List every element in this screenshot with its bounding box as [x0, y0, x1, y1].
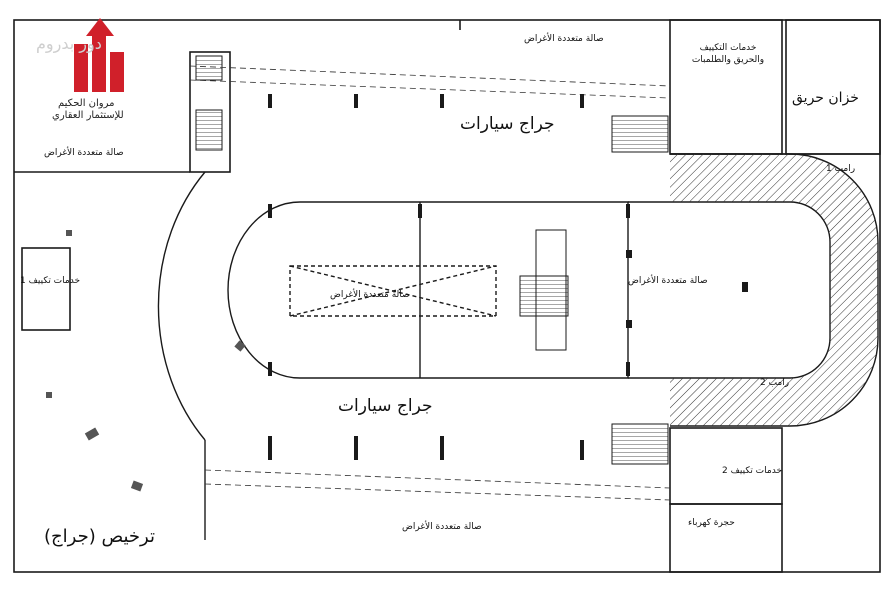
- caption-license: ترخيص (جراج): [44, 526, 155, 547]
- label-hall-right: صالة متعددة الأغراض: [628, 276, 708, 286]
- watermark-text: دور بدروم: [36, 34, 102, 53]
- label-garage-top: جراج سيارات: [460, 114, 555, 134]
- label-ac-services-top: خدمات التكييف والحريق والطلمبات: [691, 43, 765, 65]
- label-hall-left: صالة متعددة الأغراض: [44, 148, 124, 158]
- label-ramp-2: رامب 2: [760, 378, 790, 388]
- walls: [13, 19, 881, 573]
- company-subtitle: للإستثمار العقاري: [52, 110, 124, 121]
- guide-lines: [189, 65, 671, 501]
- label-hall-bottom: صالة متعددة الأغراض: [402, 522, 482, 532]
- label-ac-services-right: خدمات تكييف 2: [722, 466, 783, 476]
- label-hall-top: صالة متعددة الأغراض: [524, 34, 604, 44]
- label-ramp-1: رامب 1: [826, 164, 856, 174]
- central-hall: [157, 171, 629, 540]
- columns: [268, 94, 748, 460]
- debris-marks: [46, 230, 246, 492]
- company-logo: [74, 18, 124, 92]
- label-hall-center: صالة متعددة الأغراض: [330, 290, 410, 300]
- label-ac-services-left: خدمات تكييف 1: [20, 276, 81, 286]
- ramp: [628, 153, 879, 427]
- label-electric-room: حجرة كهرباء: [688, 518, 735, 528]
- stairs: [195, 55, 669, 465]
- company-name: مروان الحكيم: [58, 98, 115, 109]
- label-fire-tank: خزان حريق: [792, 90, 859, 106]
- label-garage-bottom: جراج سيارات: [338, 396, 433, 416]
